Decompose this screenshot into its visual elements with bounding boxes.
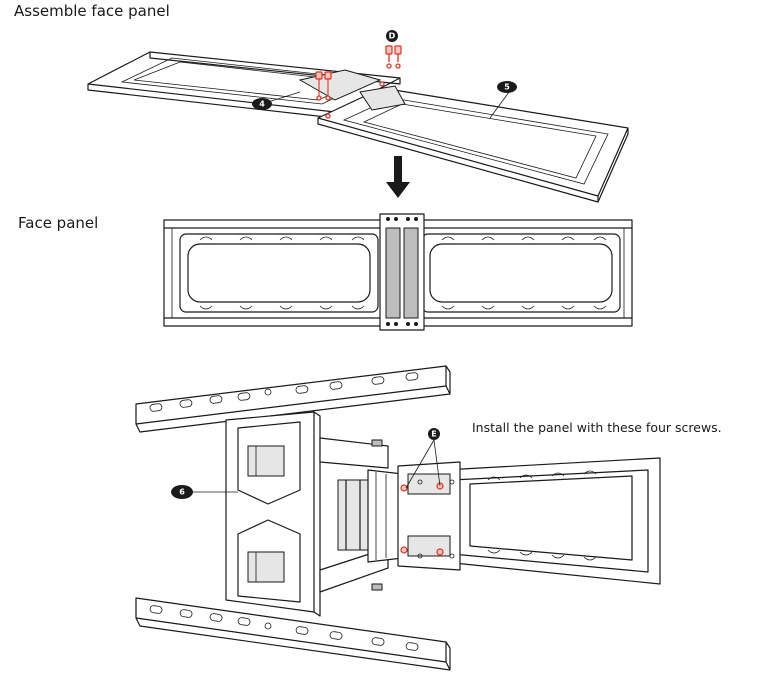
step-title-face-panel: Face panel <box>18 214 99 232</box>
wall-mount-assembly: E 6 <box>135 365 661 671</box>
callout-5: 5 <box>489 81 517 119</box>
callout-d: D <box>386 30 398 42</box>
panel-part-5 <box>317 85 629 203</box>
callout-4: 4 <box>252 91 301 110</box>
screws-d <box>315 45 402 119</box>
svg-text:E: E <box>431 430 436 439</box>
callout-6: 6 <box>171 485 238 499</box>
down-arrow-icon <box>386 156 410 198</box>
face-panel-front <box>163 213 633 331</box>
svg-text:5: 5 <box>504 83 510 92</box>
svg-text:D: D <box>389 32 396 41</box>
install-note: Install the panel with these four screws… <box>472 420 722 435</box>
exploded-view: D 4 5 <box>87 30 629 203</box>
svg-text:4: 4 <box>259 100 265 109</box>
callout-e: E <box>405 428 441 489</box>
step-title-assemble: Assemble face panel <box>14 2 170 20</box>
screws-e <box>400 479 455 559</box>
svg-text:6: 6 <box>179 488 185 497</box>
